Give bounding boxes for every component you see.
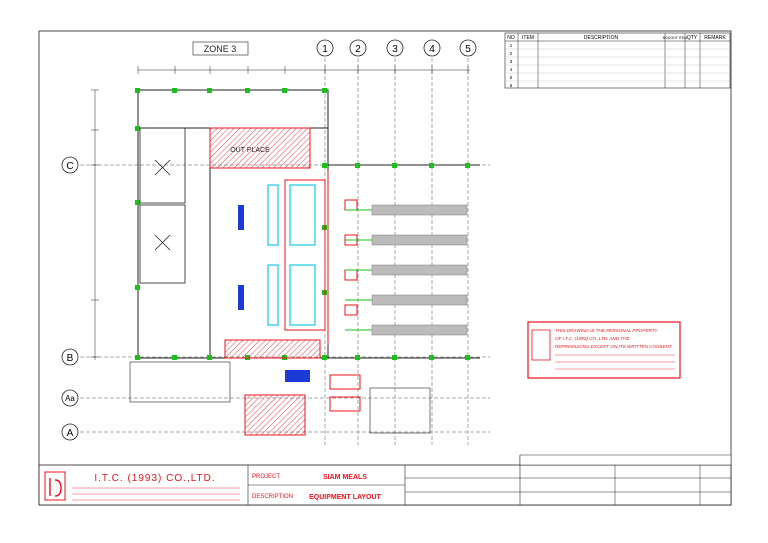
row-no-4: 4: [510, 67, 513, 72]
column-label-3: 3: [392, 44, 398, 55]
tank-red-2: [329, 396, 361, 412]
row-no-5: 5: [510, 75, 513, 80]
zone-label-box: [192, 41, 249, 56]
kitchen-counters: [267, 184, 316, 326]
row-bubble-aa: Aa: [61, 389, 79, 407]
lower-fixtures: [369, 387, 431, 434]
company-logo: [44, 471, 66, 501]
row-bubble-b: B: [61, 348, 79, 366]
col-header-no: NO: [507, 35, 515, 41]
column-bubble-5: 5: [459, 39, 477, 57]
row-label-b: B: [67, 353, 74, 364]
zone-label: ZONE 3: [204, 44, 237, 54]
description-label: DESCRIPTION: [252, 494, 293, 500]
row-no-2: 2: [510, 51, 513, 56]
equipment-table: NO ITEM DESCRIPTION BOUGHT ITEM QTY REMA…: [504, 32, 731, 89]
green-service-lines: [345, 209, 372, 331]
notice-line-3: REPRODUCING EXCEPT ON ITS WRITTEN CONSEN…: [555, 344, 673, 349]
column-label-2: 2: [355, 44, 361, 55]
column-label-4: 4: [429, 44, 435, 55]
cold-room-lower: [139, 204, 186, 284]
blue-equipment: [238, 205, 310, 382]
row-bubble-c: C: [61, 156, 79, 174]
out-place-hatched-area: [209, 127, 311, 169]
description-value: EQUIPMENT LAYOUT: [309, 494, 381, 501]
tank-red-1: [329, 374, 361, 390]
row-label-a: A: [67, 428, 74, 439]
column-bubble-3: 3: [386, 39, 404, 57]
column-bubble-1: 1: [316, 39, 334, 57]
out-place-label: OUT PLACE: [230, 147, 270, 154]
title-block: I.T.C. (1993) CO.,LTD. PROJECT SIAM MEAL…: [38, 454, 732, 506]
col-header-bought: BOUGHT ITEM: [663, 36, 687, 40]
col-header-item: ITEM: [522, 35, 534, 41]
column-bubble-4: 4: [423, 39, 441, 57]
property-notice: THIS DRAWING IS THE PERSONAL PROPERTY OF…: [527, 321, 681, 379]
project-value: SIAM MEALS: [323, 474, 367, 481]
logo-mark: [49, 478, 62, 497]
row-no-6: 6: [510, 83, 513, 88]
cold-room-upper: [139, 127, 186, 204]
col-header-remark: REMARK: [704, 35, 726, 41]
row-label-c: C: [66, 161, 73, 172]
company-name: I.T.C. (1993) CO.,LTD.: [94, 473, 215, 484]
column-label-1: 1: [322, 44, 328, 55]
top-dimension-line: [137, 66, 470, 74]
row-bubble-a: A: [61, 423, 79, 441]
notice-logo: [531, 329, 551, 361]
project-label: PROJECT: [252, 474, 280, 480]
left-dimension-line: [91, 89, 99, 360]
col-header-qty: QTY: [687, 35, 698, 41]
lower-room: [129, 361, 231, 403]
column-label-5: 5: [465, 44, 471, 55]
row-no-3: 3: [510, 59, 513, 64]
pump-room-hatched: [244, 394, 306, 436]
column-bubble-2: 2: [349, 39, 367, 57]
notice-line-1: THIS DRAWING IS THE PERSONAL PROPERTY: [555, 328, 659, 333]
row-label-aa: Aa: [65, 394, 75, 403]
row-no-1: 1: [510, 43, 513, 48]
notice-line-2: OF I.T.C. (1993) CO.,LTD. AND THE: [555, 336, 630, 341]
col-header-description: DESCRIPTION: [584, 35, 619, 41]
lower-counter-hatched: [224, 339, 321, 359]
